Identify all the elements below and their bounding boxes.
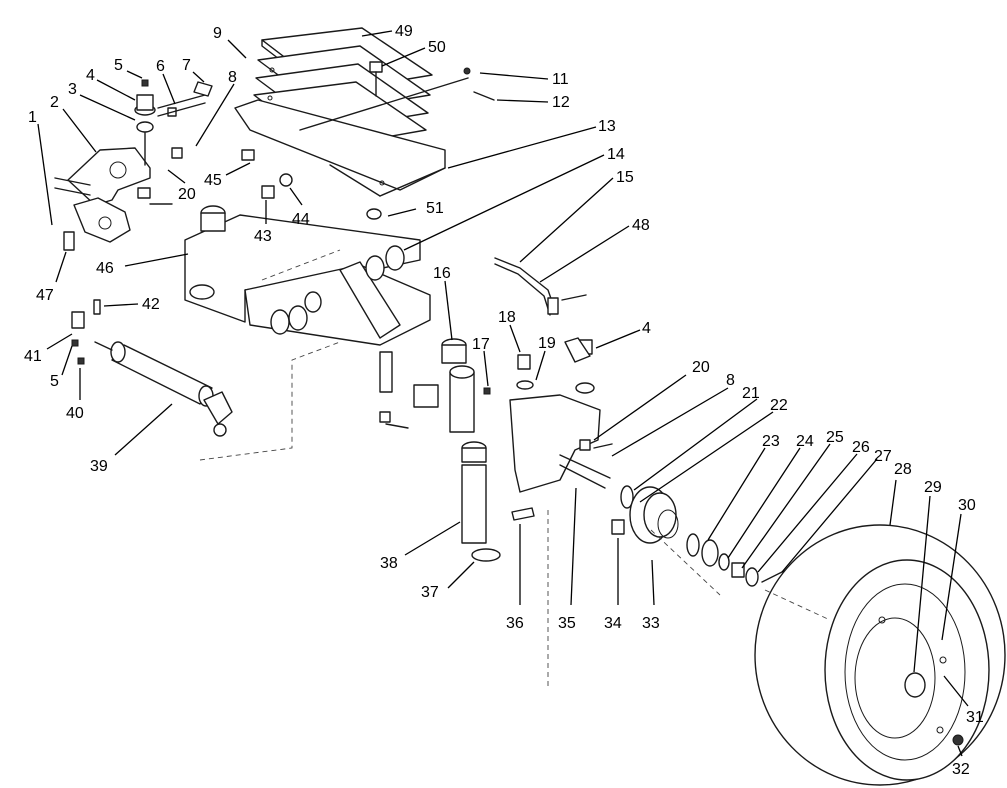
tie-rod xyxy=(494,257,595,394)
callout-4b: 4 xyxy=(642,320,651,337)
callout-20b: 20 xyxy=(692,359,710,376)
wheel-tire xyxy=(754,524,1006,786)
callout-labels: 1 2 3 4 5 6 7 8 9 49 50 11 12 13 14 15 4… xyxy=(24,23,984,778)
callout-18: 18 xyxy=(498,309,516,326)
callout-5b: 5 xyxy=(50,373,59,390)
hardware-43-44-45-51 xyxy=(241,149,382,220)
steering-cylinder xyxy=(71,299,233,437)
leader-lines xyxy=(37,30,969,757)
bolt-50 xyxy=(369,61,383,97)
hub-assembly xyxy=(611,485,787,587)
callout-49: 49 xyxy=(395,23,413,40)
callout-23: 23 xyxy=(762,433,780,450)
callout-46: 46 xyxy=(96,260,114,277)
callout-1: 1 xyxy=(28,109,37,126)
callout-29: 29 xyxy=(924,479,942,496)
callout-14: 14 xyxy=(607,146,625,163)
callout-28: 28 xyxy=(894,461,912,478)
callout-27: 27 xyxy=(874,448,892,465)
seat-plate-stack xyxy=(253,27,433,157)
king-pin-assembly xyxy=(441,338,501,562)
callout-47: 47 xyxy=(36,287,54,304)
callout-15: 15 xyxy=(616,169,634,186)
callout-9: 9 xyxy=(213,25,222,42)
callout-51: 51 xyxy=(426,200,444,217)
pin-11-12 xyxy=(463,67,495,101)
callout-40: 40 xyxy=(66,405,84,422)
callout-34: 34 xyxy=(604,615,622,632)
callout-12: 12 xyxy=(552,94,570,111)
spindle xyxy=(509,354,613,521)
callout-8b: 8 xyxy=(726,372,735,389)
callout-32: 32 xyxy=(952,761,970,778)
callout-8: 8 xyxy=(228,69,237,86)
callout-38: 38 xyxy=(380,555,398,572)
callout-21: 21 xyxy=(742,385,760,402)
callout-5: 5 xyxy=(114,57,123,74)
callout-7: 7 xyxy=(182,57,191,74)
callout-6: 6 xyxy=(156,58,165,75)
callout-33: 33 xyxy=(642,615,660,632)
callout-44: 44 xyxy=(292,211,310,228)
callout-50: 50 xyxy=(428,39,446,56)
axle-frame xyxy=(184,205,439,461)
callout-20: 20 xyxy=(178,186,196,203)
callout-37: 37 xyxy=(421,584,439,601)
callout-17: 17 xyxy=(472,336,490,353)
callout-16: 16 xyxy=(433,265,451,282)
mounting-bracket-13 xyxy=(234,77,469,197)
callout-39: 39 xyxy=(90,458,108,475)
callout-11: 11 xyxy=(552,71,569,88)
callout-36: 36 xyxy=(506,615,524,632)
callout-19: 19 xyxy=(538,335,556,352)
callout-35: 35 xyxy=(558,615,576,632)
callout-26: 26 xyxy=(852,439,870,456)
callout-22: 22 xyxy=(770,397,788,414)
callout-24: 24 xyxy=(796,433,814,450)
callout-45: 45 xyxy=(204,172,222,189)
callout-4: 4 xyxy=(86,67,95,84)
callout-43: 43 xyxy=(254,228,272,245)
steering-bracket xyxy=(54,79,213,251)
callout-2: 2 xyxy=(50,94,59,111)
callout-42: 42 xyxy=(142,296,160,313)
callout-41: 41 xyxy=(24,348,42,365)
callout-13: 13 xyxy=(598,118,616,135)
callout-3: 3 xyxy=(68,81,77,98)
callout-30: 30 xyxy=(958,497,976,514)
callout-48: 48 xyxy=(632,217,650,234)
callout-31: 31 xyxy=(966,709,984,726)
callout-25: 25 xyxy=(826,429,844,446)
